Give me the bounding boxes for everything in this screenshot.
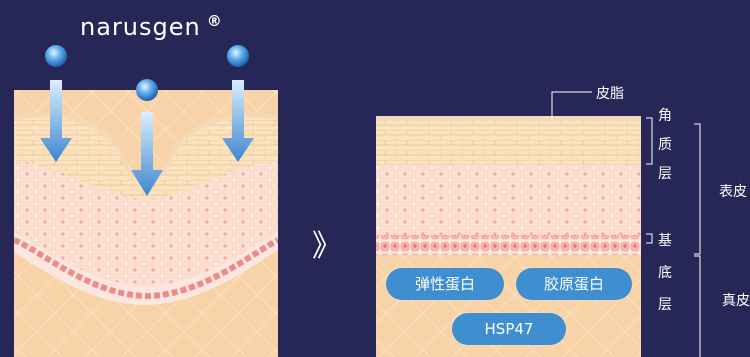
elastin-pill: 弹性蛋白 (386, 268, 504, 300)
stratum-corneum-char-2: 质 (658, 137, 672, 153)
left-basal-cells (14, 237, 278, 300)
right-stratum-corneum (376, 120, 641, 165)
brand-title: narusgen ® (80, 12, 223, 41)
basal-layer-char-2: 底 (658, 265, 672, 281)
left-basal-band (14, 225, 278, 305)
basal-layer-label: 基 底 层 (658, 231, 672, 327)
orb-right (227, 45, 249, 67)
brand-name: narusgen (80, 13, 201, 41)
orb-left (45, 45, 67, 67)
sebum-leader (551, 91, 592, 118)
penetration-arrows (40, 45, 254, 196)
dermis-label: 真皮 (722, 293, 750, 309)
basal-layer-char-1: 基 (658, 233, 672, 249)
basal-bracket (646, 233, 653, 244)
collagen-pill: 胶原蛋白 (516, 268, 632, 300)
sebum-label: 皮脂 (596, 86, 624, 102)
right-sebum-surface (376, 116, 641, 121)
arrow-center (131, 112, 163, 196)
right-basal-layer (376, 235, 641, 255)
stratum-corneum-char-1: 角 (658, 108, 672, 124)
basal-layer-char-3: 层 (658, 297, 672, 313)
left-spinous-layer (14, 160, 278, 286)
dermis-bracket (694, 255, 701, 357)
stratum-corneum-char-3: 层 (658, 166, 672, 182)
epidermis-bracket (694, 123, 701, 255)
epidermis-label: 表皮 (719, 184, 747, 200)
leader-lines (551, 91, 701, 357)
arrow-left (40, 80, 72, 162)
hsp47-pill: HSP47 (452, 313, 566, 345)
corneum-bracket (646, 117, 653, 165)
transition-arrow: 》 (312, 229, 342, 264)
right-spinous-layer (376, 165, 641, 235)
stratum-corneum-label: 角 质 层 (658, 106, 672, 193)
arrow-right (222, 80, 254, 162)
left-stratum-corneum (14, 115, 278, 200)
registered-mark: ® (206, 12, 223, 30)
orb-center (136, 79, 158, 101)
